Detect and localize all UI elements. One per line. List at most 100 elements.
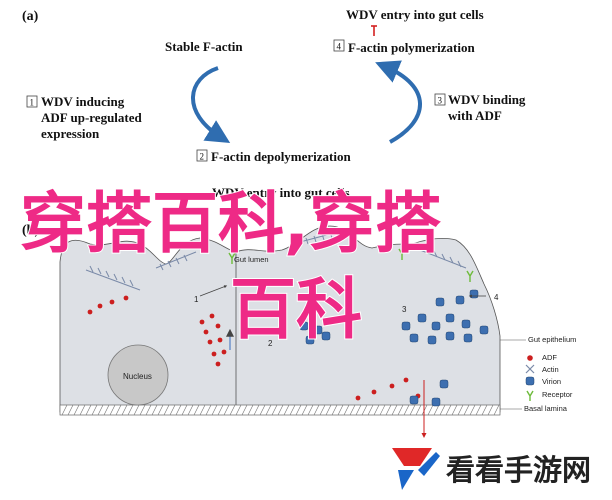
- adf-dots: [87, 295, 421, 401]
- step3-line2: with ADF: [448, 108, 502, 123]
- cycle-arrow-left: [191, 66, 231, 144]
- gut-epithelium-label: Gut epithelium: [528, 335, 576, 344]
- hatch-line: [439, 404, 446, 416]
- hatch-line: [85, 404, 92, 416]
- hatch-line: [301, 404, 308, 416]
- hatch-line: [61, 404, 68, 416]
- hatch-line: [379, 404, 386, 416]
- hatch-line: [373, 404, 380, 416]
- legend: ADF Actin Virion Receptor: [525, 353, 573, 401]
- legend-virion: Virion: [542, 377, 561, 386]
- red-dot-icon: [527, 355, 533, 361]
- marker1-arrow: [199, 285, 228, 297]
- hatch-line: [391, 404, 398, 416]
- hatch-line: [427, 404, 434, 416]
- hatch-line: [127, 404, 134, 416]
- hatch-line: [133, 404, 140, 416]
- hatch-line: [457, 404, 464, 416]
- hatch-line: [325, 404, 332, 416]
- step3-line1: WDV binding: [448, 92, 526, 107]
- hatch-line: [385, 404, 392, 416]
- step2-label: F-actin depolymerization: [211, 149, 351, 164]
- hatch-line: [193, 404, 200, 416]
- hatch-line: [331, 404, 338, 416]
- hatch-line: [91, 404, 98, 416]
- hatch-line: [235, 404, 242, 416]
- legend-actin: Actin: [542, 365, 559, 374]
- hatch-line: [151, 404, 158, 416]
- step4-number: 4: [337, 42, 342, 52]
- site-logo: 看看手游网: [382, 438, 610, 498]
- receptors: [228, 248, 474, 282]
- hatch-line: [337, 404, 344, 416]
- virion-clusters: [299, 289, 489, 407]
- step2-number: 2: [200, 152, 205, 162]
- hatch-line: [265, 404, 272, 416]
- panel-a: (a) WDV entry into gut cells Stable F-ac…: [22, 7, 526, 164]
- gut-epithelium-right: [235, 225, 501, 413]
- actin-cross-icon: [525, 364, 535, 374]
- hatch-line: [481, 404, 488, 416]
- basal-lamina-band: [59, 404, 501, 416]
- hatch-line: [139, 404, 146, 416]
- marker-4: 4: [494, 293, 499, 302]
- virion-icon: [525, 376, 535, 386]
- cycle-arrow-right: [375, 60, 422, 144]
- hatch-line: [247, 404, 254, 416]
- panel-a-label: (a): [22, 9, 39, 24]
- hatch-line: [223, 404, 230, 416]
- step2-box: [196, 149, 208, 162]
- hatch-line: [493, 404, 500, 416]
- marker-3: 3: [402, 305, 407, 314]
- hatch-line: [187, 404, 194, 416]
- step1-line3: expression: [41, 126, 100, 141]
- hatch-line: [217, 404, 224, 416]
- marker-1: 1: [194, 295, 199, 304]
- stable-f-actin-label: Stable F-actin: [165, 39, 243, 54]
- step4-box: [333, 39, 345, 52]
- hatch-line: [367, 404, 374, 416]
- hatch-line: [199, 404, 206, 416]
- hatch-line: [229, 404, 236, 416]
- hatch-line: [463, 404, 470, 416]
- hatch-line: [205, 404, 212, 416]
- hatch-line: [433, 404, 440, 416]
- basal-lamina-label: Basal lamina: [524, 404, 568, 413]
- hatch-line: [313, 404, 320, 416]
- hatch-line: [157, 404, 164, 416]
- hatch-line: [319, 404, 326, 416]
- hatch-line: [145, 404, 152, 416]
- hatch-line: [211, 404, 218, 416]
- gut-lumen-label: Gut lumen: [234, 255, 269, 264]
- hatch-line: [79, 404, 86, 416]
- hatch-line: [451, 404, 458, 416]
- hatch-line: [415, 404, 422, 416]
- step1-box: [26, 95, 38, 108]
- logo-text: 看看手游网: [446, 453, 591, 487]
- hatch-line: [121, 404, 128, 416]
- hatch-line: [487, 404, 494, 416]
- hatch-line: [259, 404, 266, 416]
- hatch-line: [169, 404, 176, 416]
- watermark-line2: 百科: [230, 271, 362, 348]
- hatch-line: [475, 404, 482, 416]
- hatch-line: [361, 404, 368, 416]
- hatch-line: [109, 404, 116, 416]
- nucleus-shape: [107, 344, 169, 406]
- step1-number: 1: [30, 98, 35, 108]
- hatch-line: [343, 404, 350, 416]
- actin-filaments: [85, 231, 467, 291]
- receptor-icon: [526, 390, 534, 401]
- hatch-line: [307, 404, 314, 416]
- hatch-line: [397, 404, 404, 416]
- hatch-line: [115, 404, 122, 416]
- hatch-line: [469, 404, 476, 416]
- panel-b: Nucleus: [22, 185, 576, 438]
- step1-line1: WDV inducing: [41, 94, 125, 109]
- watermark-line1: 穿搭百科,穿搭: [20, 185, 441, 262]
- hatch-line: [403, 404, 410, 416]
- hatch-line: [271, 404, 278, 416]
- hatch-line: [181, 404, 188, 416]
- step3-box: [434, 93, 446, 106]
